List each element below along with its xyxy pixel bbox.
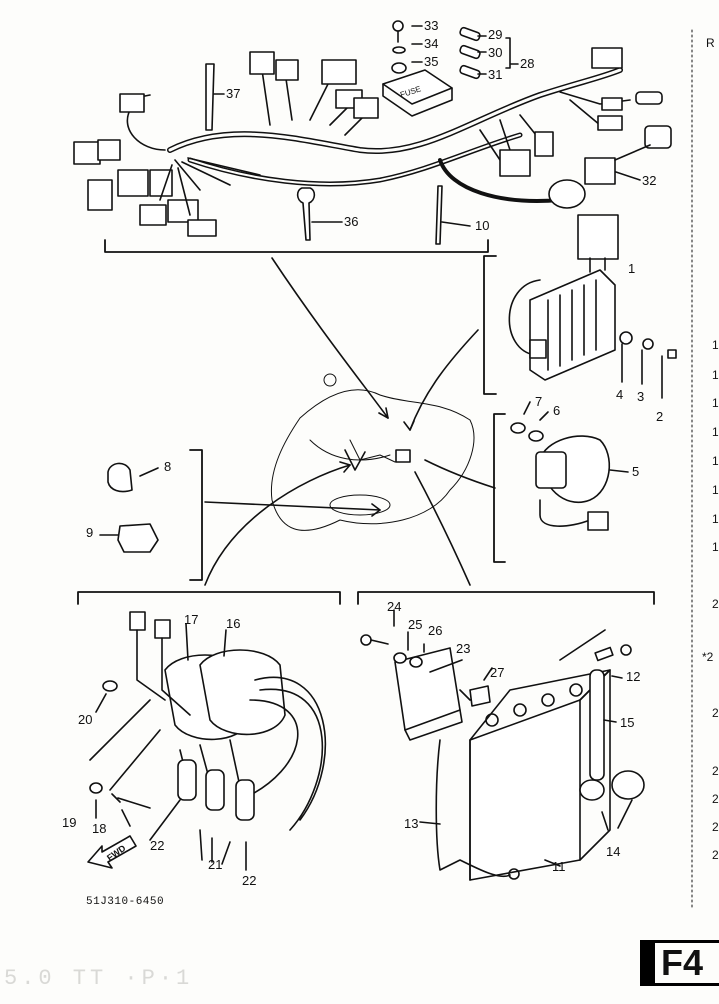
- callout-31: 31: [488, 67, 503, 82]
- callout-24: 24: [387, 599, 402, 614]
- side-entry: 1: [712, 483, 719, 497]
- motorcycle-outline: [270, 373, 475, 531]
- clamps-group: [99, 449, 203, 581]
- callout-1: 1: [628, 261, 636, 276]
- starter-relay-group: [493, 401, 629, 563]
- page-badge: F4: [640, 940, 719, 986]
- side-entry: 1: [712, 425, 719, 439]
- ignition-coils-group: [77, 591, 341, 871]
- callout-11: 11: [552, 859, 566, 874]
- side-entry: 2: [712, 706, 719, 720]
- callout-16: 16: [226, 616, 241, 631]
- callout-2: 2: [656, 409, 664, 424]
- side-entry: 2: [712, 597, 719, 611]
- side-entry: 1: [712, 454, 719, 468]
- callout-30: 30: [488, 45, 503, 60]
- rectifier-group: [483, 214, 677, 399]
- callout-13: 13: [404, 816, 419, 831]
- wire-harness-group: FUSE: [73, 20, 672, 253]
- callout-15: 15: [620, 715, 635, 730]
- side-entry: 2: [712, 848, 719, 862]
- side-entry: 1: [712, 338, 719, 352]
- callout-6: 6: [553, 403, 561, 418]
- callout-20: 20: [78, 712, 93, 727]
- faint-footer-text: 5.0 TT ·P·1: [4, 966, 194, 991]
- callout-8: 8: [164, 459, 172, 474]
- callout-12: 12: [626, 669, 641, 684]
- callout-32: 32: [642, 173, 657, 188]
- side-entry: 2: [712, 792, 719, 806]
- page-badge-bar: [643, 943, 655, 983]
- side-entry: 2: [712, 764, 719, 778]
- side-entry: 1: [712, 540, 719, 554]
- callout-25: 25: [408, 617, 423, 632]
- callout-21: 21: [208, 857, 223, 872]
- connector-arrows: [204, 257, 496, 586]
- diagram-code: 51J310-6450: [86, 896, 165, 908]
- callout-22-right: 22: [242, 873, 257, 888]
- page-badge-text: F4: [661, 942, 704, 983]
- callout-19: 19: [62, 815, 77, 830]
- callout-27: 27: [490, 665, 505, 680]
- side-column-header: R: [706, 36, 715, 50]
- side-entry: 2: [712, 820, 719, 834]
- callout-28: 28: [520, 56, 535, 71]
- callout-36: 36: [344, 214, 359, 229]
- callout-10: 10: [475, 218, 490, 233]
- callout-5: 5: [632, 464, 640, 479]
- callout-4: 4: [616, 387, 624, 402]
- side-entry: 1: [712, 512, 719, 526]
- battery-group: [357, 591, 655, 881]
- side-entry: 1: [712, 396, 719, 410]
- side-entry: 1: [712, 368, 719, 382]
- callout-26: 26: [428, 623, 443, 638]
- callout-14: 14: [606, 844, 621, 859]
- callout-37: 37: [226, 86, 241, 101]
- callout-9: 9: [86, 525, 94, 540]
- callout-33: 33: [424, 18, 439, 33]
- callout-35: 35: [424, 54, 439, 69]
- callout-29: 29: [488, 27, 503, 42]
- callout-3: 3: [637, 389, 645, 404]
- callout-17: 17: [184, 612, 199, 627]
- side-entry: *2: [702, 650, 714, 664]
- callout-18: 18: [92, 821, 107, 836]
- callout-34: 34: [424, 36, 439, 51]
- callout-7: 7: [535, 394, 543, 409]
- callout-22-left: 22: [150, 838, 165, 853]
- callout-23: 23: [456, 641, 471, 656]
